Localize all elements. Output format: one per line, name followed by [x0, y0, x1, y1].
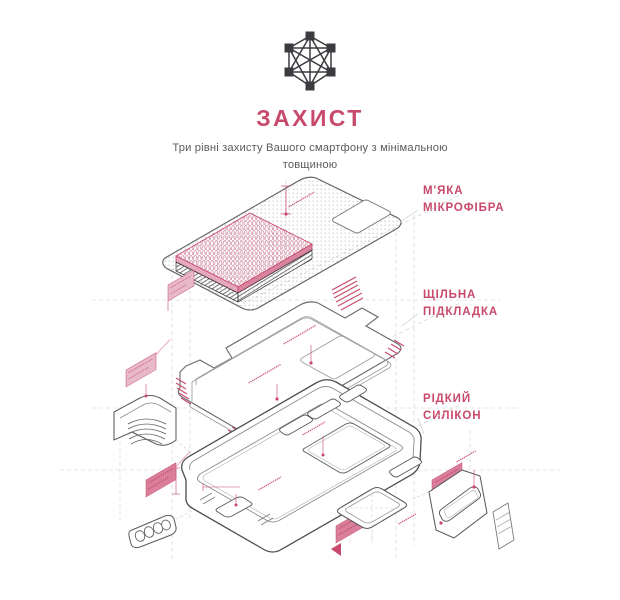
annotation-tag-left-upper — [167, 269, 195, 312]
lining-ribbed-corner-bottom — [227, 426, 245, 438]
dimension-silicone-b — [202, 476, 283, 507]
detail-side-button — [398, 450, 488, 539]
microfiber-pile-patch — [175, 212, 313, 303]
silicone-cavity — [197, 403, 403, 523]
silicone-camera-island — [302, 422, 391, 474]
annotation-tag-left-mid — [125, 339, 171, 388]
silicone-rim-inner — [189, 386, 415, 471]
dimension-lining-a — [248, 363, 282, 401]
dimension-microfiber-thickness — [281, 185, 316, 216]
construction-guides — [60, 180, 560, 560]
microfiber-camera-cutout — [332, 199, 391, 234]
leader-lining — [401, 313, 419, 327]
header: ЗАХИСТ Три рівні захисту Вашого смартфон… — [0, 0, 620, 173]
dimension-silicone-a — [302, 421, 327, 457]
detail-speaker-grille — [128, 510, 193, 549]
leader-microfiber — [399, 209, 419, 223]
detail-camera-cutout — [336, 486, 408, 543]
lining-shell-outer — [177, 301, 402, 436]
lining-ribbed-corner-top — [331, 276, 364, 311]
layer-silicone — [172, 379, 425, 553]
layer-label-silicone: РІДКИЙ СИЛІКОН — [423, 393, 482, 422]
detail-corner-cross-section — [113, 384, 191, 453]
page-title: ЗАХИСТ — [256, 105, 364, 131]
page-subtitle: Три рівні захисту Вашого смартфону з мін… — [172, 142, 448, 171]
lining-shell-inner — [195, 316, 389, 439]
layer-microfiber — [162, 176, 419, 311]
microfiber-plate — [162, 176, 402, 311]
annotation-tag-left-lower — [145, 451, 191, 498]
silicone-shell-outer — [180, 379, 422, 553]
detail-edge-chip — [492, 502, 515, 550]
dimension-silicone-height — [172, 467, 180, 495]
lining-ribbed-corner-left — [175, 377, 192, 405]
dimension-lining-b — [283, 324, 317, 365]
silicone-charging-port — [215, 496, 253, 518]
silicone-side-buttons — [279, 384, 367, 436]
annotation-tag-right-lower — [431, 462, 463, 498]
hexagon-network-icon — [279, 30, 341, 92]
silicone-speaker-holes — [199, 492, 274, 526]
layer-lining — [175, 276, 419, 444]
accent-mark — [331, 543, 341, 556]
lining-ribbed-corner-right — [384, 339, 405, 359]
silicone-power-button — [389, 456, 422, 478]
layer-label-microfiber: М'ЯКА МІКРОФІБРА — [423, 185, 505, 214]
annotation-tag-bottom-mid — [335, 503, 367, 544]
lining-camera-recess — [300, 335, 375, 380]
detail-button-slot — [438, 486, 482, 522]
layer-label-lining: ЩІЛЬНА ПІДКЛАДКА — [423, 289, 499, 318]
